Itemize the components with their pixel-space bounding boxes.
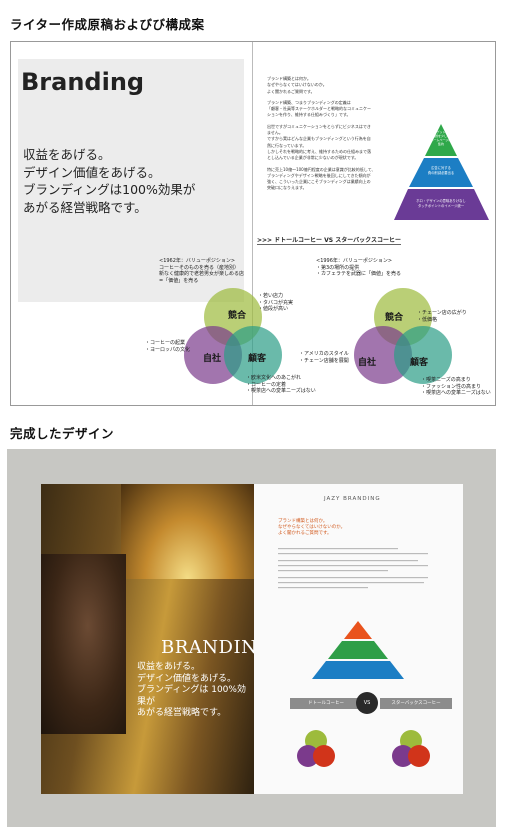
finished-vs-center: VS [356, 692, 378, 714]
pyramid-diagram [394, 124, 489, 220]
finished-right-title: JAZY BRANDING [324, 496, 381, 502]
venn-label-competitor: 競合 [385, 313, 404, 323]
venn-note-left: ・コーヒーの起業 ・ヨーロッパの文化 [145, 340, 191, 353]
venn-circle-self [184, 326, 242, 384]
finished-photo: BRANDING 収益をあげる。 デザイン価値をあげる。 ブランディングは 10… [7, 449, 496, 827]
finished-pyramid [312, 621, 404, 679]
pyramid-label-bottom: ホロ・デザインの意味ありけなし タッチポイントのイメージ統一 [416, 199, 466, 208]
body-text: ブランド構築とは何か。 なぜやらなくてはいけないのか。 よく聞かれるご質問です。… [267, 76, 417, 197]
pyramid-bottom [312, 661, 404, 679]
lead-line: ブランディングは100%効果が [23, 182, 196, 197]
finished-lead-line: あがる経営戦略です。 [137, 708, 227, 718]
lead-line: あがる経営戦略です。 [23, 199, 147, 215]
brand-title: Branding [21, 68, 145, 96]
lead-line: デザイン価値をあげる。 [23, 164, 161, 180]
venn-label-competitor: 競合 [228, 311, 247, 321]
finished-lead-line: デザイン価値をあげる。 [137, 673, 237, 684]
finished-lead-line: ブランディングは 100%効果が [137, 685, 246, 707]
venn-note-right: ・チェーン店の広がり ・低価格 [417, 310, 467, 323]
draft-heading: ライター作成原稿およびび構成案 [10, 17, 205, 32]
left-venn [184, 288, 282, 384]
tunnel-light [121, 484, 254, 579]
spread-fold [252, 42, 253, 405]
body-paragraph: 出世ですがコミュニケーションをとらずにビジネスはでき ません。 ですから実はどん… [267, 123, 371, 161]
pyramid-top [425, 124, 457, 156]
portrait-poster [41, 554, 126, 734]
venn-note-top: <1996年：バリューポジション> ・第3の場所の提供 ・カフェラテを武器に「価… [316, 258, 402, 277]
finished-heading: 完成したデザイン [10, 426, 115, 441]
finished-lead-line: 収益をあげる。 [137, 662, 201, 672]
finished-venns [297, 730, 430, 767]
body-paragraph: ブランド構築とは何か。 なぜやらなくてはいけないのか。 よく聞かれるご質問です。 [267, 76, 327, 94]
venn-note-left: ・アメリカのスタイル ・チェーン店舗を展開 [299, 351, 349, 364]
body-paragraph: ブランド構築、つまりブランディングの定義は 「顧客・社員等ステークホルダーと戦略… [267, 99, 371, 118]
finished-vs-right: スターバックスコーヒー [380, 698, 452, 709]
finished-lead-copy: 収益をあげる。 デザイン価値をあげる。 ブランディングは 100%効果が あがる… [137, 662, 254, 720]
pyramid-label-middle: 広告に対する 費の削減必要出る [427, 166, 455, 175]
lead-line: 収益をあげる。 [23, 147, 111, 162]
venn-circle-self [354, 326, 412, 384]
venn-note-right: ・若い店力 ・タバコが充実 ・値段が高い [258, 293, 294, 312]
venn-label-self: 自社 [203, 354, 222, 364]
body-paragraph: 特に売上10億～100億円程度の企業は意識が比較的低して、 ブランディングやデザ… [267, 166, 376, 191]
venn-label-customer: 顧客 [410, 358, 429, 368]
magazine-right-page: JAZY BRANDING ブランド構築とは何か。 なぜやらなくてはいけないのか… [254, 484, 463, 794]
lead-copy: 収益をあげる。 デザイン価値をあげる。 ブランディングは100%効果が あがる経… [23, 146, 195, 216]
pyramid-middle [328, 641, 388, 659]
magazine-left-page: BRANDING 収益をあげる。 デザイン価値をあげる。 ブランディングは 10… [41, 484, 254, 794]
finished-brand-title: BRANDING [161, 637, 254, 658]
venn-label-customer: 顧客 [248, 354, 267, 364]
venn-note-top: <1962年：バリューポジション> コーヒーそのものを売る（産地別） 新なく健康… [159, 258, 245, 284]
pyramid-label-top: ターゲットのの 問題を少しへ ホームページに 集約 [430, 130, 452, 146]
venn-note-bottom: ・喫茶ニーズの高まり ・ファッション性の高まり ・喫茶店への変革ニーズはない [421, 377, 491, 396]
venn-circle-customer [394, 326, 452, 384]
pyramid-bottom [394, 189, 489, 220]
draft-spread: Branding 収益をあげる。 デザイン価値をあげる。 ブランディングは100… [10, 41, 496, 406]
pyramid-middle [409, 158, 473, 187]
vs-heading: >>> ドトールコーヒー VS スターバックスコーヒー [257, 237, 401, 245]
right-venn [354, 288, 452, 384]
venn-note-bottom: ・欧米文化へのあこがれ ・コーヒーの定着 ・喫茶店への変革ニーズはない [246, 375, 316, 394]
finished-vs-left: ドトールコーヒー [290, 698, 362, 709]
finished-orange-lead: ブランド構築とは何か。 なぜやらなくてはいけないのか。 よく聞かれるご質問です。 [278, 519, 346, 536]
venn-circle-customer [224, 326, 282, 384]
venn-label-self: 自社 [358, 358, 377, 368]
pyramid-top [344, 621, 372, 639]
title-panel [18, 59, 244, 302]
finished-text-lines [278, 548, 428, 589]
